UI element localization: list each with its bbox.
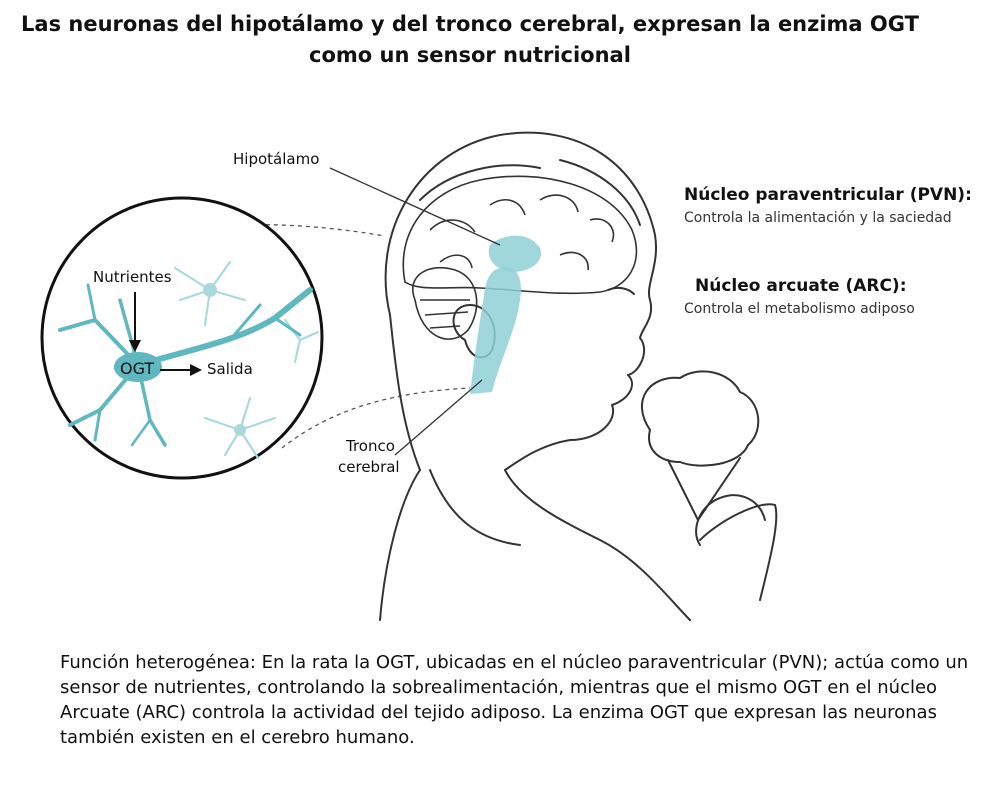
hypothalamus-highlight xyxy=(488,235,541,272)
title-line-1: Las neuronas del hipotálamo y del tronco… xyxy=(21,12,919,36)
caption-paragraph: Función heterogénea: En la rata la OGT, … xyxy=(60,652,969,748)
title-line-2: como un sensor nutricional xyxy=(309,43,631,67)
page-title: Las neuronas del hipotálamo y del tronco… xyxy=(0,9,940,71)
brain xyxy=(402,175,638,340)
arc-description: Controla el metabolismo adiposo xyxy=(684,301,915,317)
hypothalamus-pointer xyxy=(329,167,501,246)
neuron-soma xyxy=(114,352,162,382)
label-brainstem-2: cerebral xyxy=(338,458,400,476)
label-output: Salida xyxy=(207,360,253,378)
label-hypothalamus: Hipotálamo xyxy=(233,150,320,168)
child-figure xyxy=(379,131,778,621)
label-nutrients: Nutrientes xyxy=(93,268,172,286)
brainstem-highlight xyxy=(470,267,521,394)
magnified-neuron-circle xyxy=(40,196,324,480)
label-ogt: OGT xyxy=(120,359,155,378)
label-brainstem-1: Tronco xyxy=(346,437,395,455)
arc-title: Núcleo arcuate (ARC): xyxy=(695,276,907,296)
pvn-description: Controla la alimentación y la saciedad xyxy=(684,210,952,226)
pvn-title: Núcleo paraventricular (PVN): xyxy=(684,185,972,205)
background-neurons xyxy=(173,260,320,460)
brainstem-pointer xyxy=(394,379,483,456)
